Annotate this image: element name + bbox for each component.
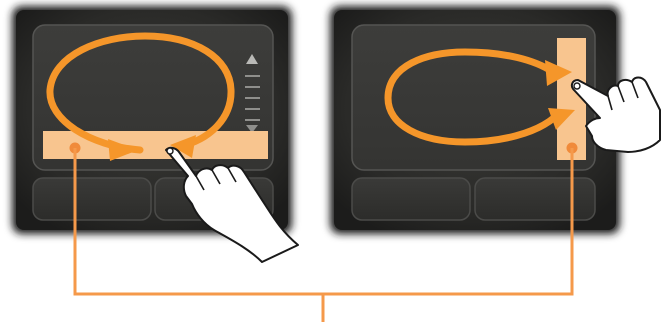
right-touchpad-left-button xyxy=(352,178,470,220)
left-touchpad-left-button xyxy=(33,178,151,220)
right-touchpad-panel xyxy=(330,6,660,234)
right-touchpad-right-button xyxy=(475,178,595,220)
left-touchpad-panel xyxy=(12,6,298,262)
